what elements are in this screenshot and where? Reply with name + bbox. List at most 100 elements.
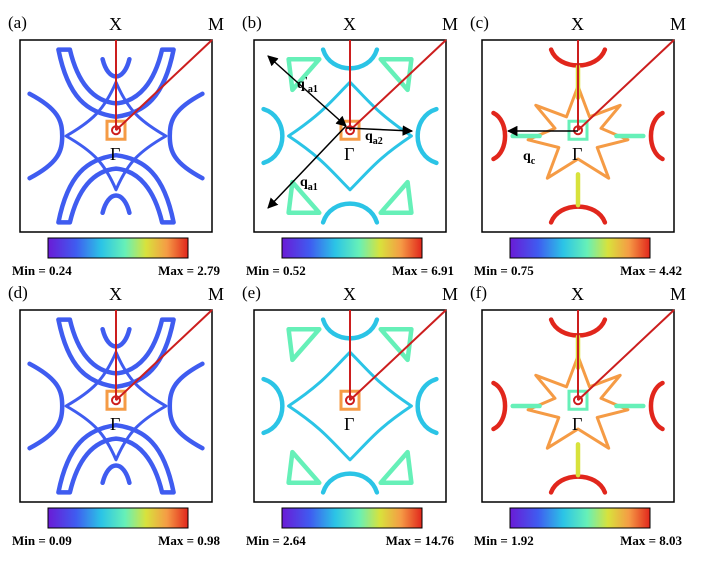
m-point-label: M bbox=[208, 14, 224, 34]
gamma-m-path bbox=[349, 309, 447, 401]
gamma-label: Γ bbox=[344, 414, 354, 434]
panel-label: (d) bbox=[8, 283, 28, 302]
qa1-arrow bbox=[267, 125, 347, 209]
colorbar: Min = 1.92 Max = 8.03 bbox=[474, 507, 682, 548]
colorbar: Min = 0.75 Max = 4.42 bbox=[474, 237, 682, 278]
gamma-m-path bbox=[115, 309, 213, 401]
m-point-label: M bbox=[208, 284, 224, 304]
colorbar-min-label: Min = 0.75 bbox=[474, 263, 534, 278]
panel-label: (e) bbox=[242, 283, 261, 302]
fermi-pocket bbox=[648, 110, 665, 162]
gamma-label: Γ bbox=[110, 144, 120, 164]
fermi-pocket bbox=[56, 152, 176, 225]
colorbar-max-label: Max = 6.91 bbox=[392, 263, 454, 278]
gamma-label: Γ bbox=[110, 414, 120, 434]
fermi-pocket bbox=[167, 91, 205, 181]
colorbar-max-label: Max = 4.42 bbox=[620, 263, 682, 278]
panel-f: (f) X M Γ Min = 1.92 Max = 8.03 bbox=[470, 283, 686, 548]
qa1-label: qa1 bbox=[300, 175, 318, 193]
fermi-pocket bbox=[56, 422, 176, 495]
gamma-m-path bbox=[577, 309, 675, 401]
colorbar: Min = 0.09 Max = 0.98 bbox=[12, 507, 220, 548]
fermi-pocket bbox=[27, 361, 65, 451]
gamma-label: Γ bbox=[572, 144, 582, 164]
colorbar-gradient bbox=[47, 507, 189, 529]
fermi-pocket bbox=[286, 326, 322, 363]
colorbar-min-label: Min = 0.24 bbox=[12, 263, 72, 278]
qa2-arrow bbox=[345, 125, 414, 136]
x-point-label: X bbox=[343, 284, 356, 304]
panel-label: (f) bbox=[470, 283, 487, 302]
x-point-label: X bbox=[343, 14, 356, 34]
fermi-pocket bbox=[415, 376, 439, 436]
panel-b-annotations: q'a1 qa1 qa2 bbox=[267, 55, 414, 209]
x-point-label: X bbox=[571, 284, 584, 304]
m-point-label: M bbox=[442, 284, 458, 304]
fermi-pocket bbox=[261, 376, 285, 436]
colorbar-max-label: Max = 8.03 bbox=[620, 533, 682, 548]
fermi-surface bbox=[27, 317, 205, 495]
gamma-m-path bbox=[577, 39, 675, 131]
x-point-label: X bbox=[571, 14, 584, 34]
fermi-pocket bbox=[27, 91, 65, 181]
colorbar: Min = 0.24 Max = 2.79 bbox=[12, 237, 220, 278]
fermi-pocket bbox=[286, 449, 322, 486]
fermi-pocket bbox=[64, 80, 168, 192]
m-point-label: M bbox=[442, 14, 458, 34]
fermi-surface bbox=[27, 47, 205, 225]
fermi-pocket bbox=[648, 380, 665, 432]
fermi-pocket bbox=[56, 47, 176, 120]
fermi-pocket bbox=[100, 463, 132, 486]
qc-label: qc bbox=[523, 149, 536, 167]
fermi-pocket bbox=[287, 350, 413, 462]
panel-c-annotations: qc bbox=[506, 125, 578, 167]
fermi-pocket bbox=[378, 179, 414, 216]
panel-label: (c) bbox=[470, 13, 489, 32]
panel-label: (a) bbox=[8, 13, 27, 32]
fermi-pocket bbox=[320, 201, 380, 225]
fermi-pocket bbox=[64, 350, 168, 462]
fermi-pocket bbox=[320, 471, 380, 495]
gamma-m-path bbox=[115, 39, 213, 131]
qa1-prime-arrow bbox=[267, 55, 347, 127]
colorbar-max-label: Max = 14.76 bbox=[386, 533, 455, 548]
fermi-pocket bbox=[286, 179, 322, 216]
colorbar-gradient bbox=[281, 237, 423, 259]
fermi-pocket bbox=[491, 110, 508, 162]
qa1-prime-label: q'a1 bbox=[297, 75, 318, 95]
fermi-pocket bbox=[491, 380, 508, 432]
gamma-m-path bbox=[349, 39, 447, 131]
panel-c: (c) X M Γ Min = 0.75 Max = 4.42 bbox=[470, 13, 686, 278]
colorbar-min-label: Min = 2.64 bbox=[246, 533, 306, 548]
fermi-pocket bbox=[526, 84, 630, 180]
colorbar-max-label: Max = 2.79 bbox=[158, 263, 220, 278]
panel-a: (a) X M Γ Min = 0.24 Max = 2.79 bbox=[8, 13, 224, 278]
colorbar-min-label: Min = 1.92 bbox=[474, 533, 534, 548]
fermi-pocket bbox=[526, 354, 630, 450]
m-point-label: M bbox=[670, 14, 686, 34]
panel-b: (b) X M Γ Min = 0.52 Max = 6.91 bbox=[242, 13, 458, 278]
colorbar-gradient bbox=[281, 507, 423, 529]
colorbar-min-label: Min = 0.52 bbox=[246, 263, 306, 278]
colorbar: Min = 2.64 Max = 14.76 bbox=[246, 507, 455, 548]
colorbar-min-label: Min = 0.09 bbox=[12, 533, 72, 548]
panel-e: (e) X M Γ Min = 2.64 Max = 14.76 bbox=[242, 283, 458, 548]
x-point-label: X bbox=[109, 284, 122, 304]
fermi-pocket bbox=[378, 449, 414, 486]
fermi-pocket bbox=[415, 106, 439, 166]
fermi-pocket bbox=[56, 317, 176, 390]
gamma-label: Γ bbox=[572, 414, 582, 434]
fermi-pocket bbox=[167, 361, 205, 451]
colorbar: Min = 0.52 Max = 6.91 bbox=[246, 237, 454, 278]
gamma-label: Γ bbox=[344, 144, 354, 164]
colorbar-gradient bbox=[509, 237, 651, 259]
x-point-label: X bbox=[109, 14, 122, 34]
m-point-label: M bbox=[670, 284, 686, 304]
colorbar-max-label: Max = 0.98 bbox=[158, 533, 220, 548]
qa2-label: qa2 bbox=[365, 129, 383, 147]
panel-label: (b) bbox=[242, 13, 262, 32]
colorbar-gradient bbox=[509, 507, 651, 529]
fermi-pocket bbox=[100, 193, 132, 216]
colorbar-gradient bbox=[47, 237, 189, 259]
